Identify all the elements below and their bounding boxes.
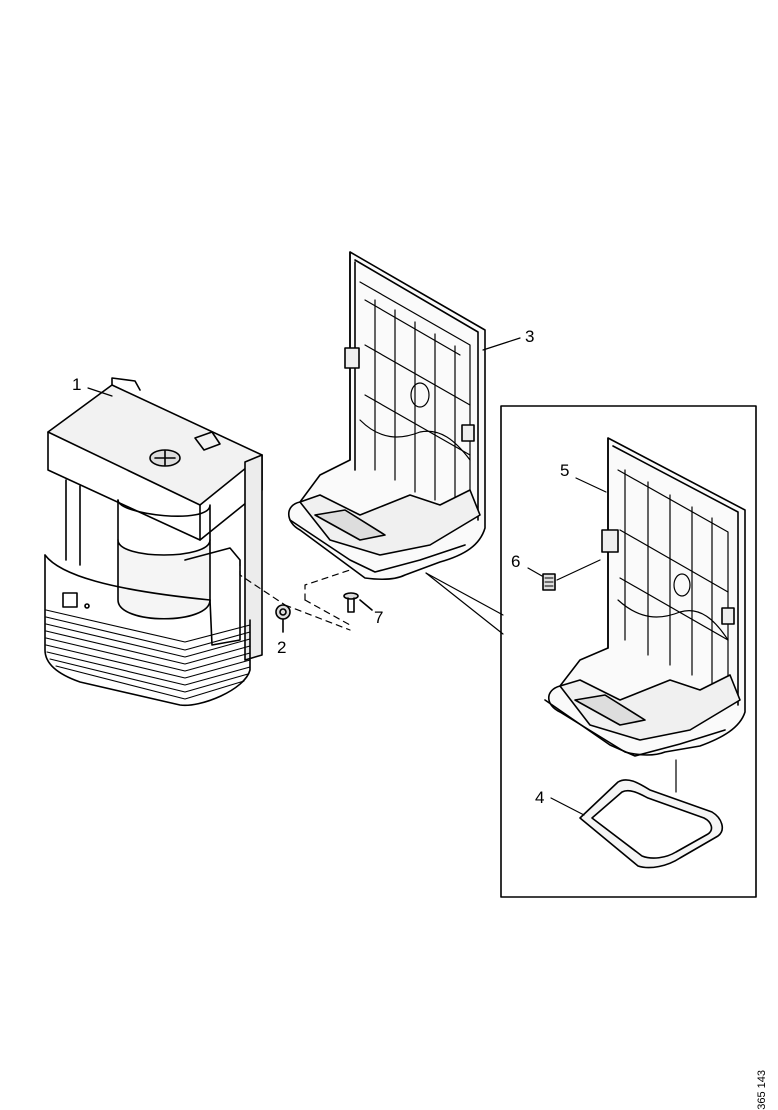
part-3-cover bbox=[287, 251, 486, 581]
callout-3: 3 bbox=[525, 327, 534, 346]
part-6-clip bbox=[527, 559, 601, 591]
callout-7: 7 bbox=[374, 608, 383, 627]
callout-labels: 1 2 3 4 5 6 7 bbox=[72, 327, 569, 807]
detail-inset bbox=[500, 405, 757, 898]
callout-4: 4 bbox=[535, 788, 544, 807]
callout-6: 6 bbox=[511, 552, 520, 571]
part-5-cover bbox=[544, 437, 746, 757]
part-1-housing bbox=[44, 377, 263, 707]
part-7-screw bbox=[343, 592, 373, 613]
assembly-dashed-lines bbox=[239, 557, 381, 631]
reference-code: 365 143 bbox=[756, 1070, 768, 1110]
callout-5: 5 bbox=[560, 461, 569, 480]
part-2-nut bbox=[275, 604, 291, 633]
callout-2: 2 bbox=[277, 638, 286, 657]
leader-lines bbox=[87, 337, 521, 635]
part-4-gasket bbox=[550, 759, 724, 869]
callout-1: 1 bbox=[72, 375, 81, 394]
